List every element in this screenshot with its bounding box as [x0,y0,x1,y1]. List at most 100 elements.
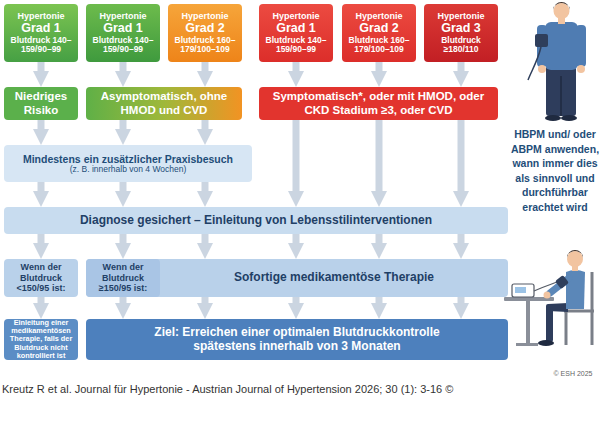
flow-arrow [458,234,465,251]
seated-patient-figure-part [565,311,568,345]
seated-patient-figure-part [567,250,583,258]
node-text: Niedriges Risiko [6,90,76,116]
seated-patient-figure-part [567,251,583,267]
flow-arrow [293,234,300,251]
step-box: Mindestens ein zusätzlicher Praxisbesuch… [4,145,252,182]
node-text: Blutdruck 140–159/90–99 [88,36,158,56]
seated-patient-figure-part [512,284,534,297]
standing-patient-figure-part [561,115,577,121]
flow-arrow [38,62,45,79]
node-text: Grad 1 [103,21,143,35]
flow-arrow [376,120,383,199]
flow-arrow [202,120,209,137]
therapy-band: Sofortige medikamentöse Therapie Wenn der… [86,259,508,297]
flow-arrow [202,297,209,311]
node-text: Grad 1 [276,21,316,35]
seated-patient-figure-part [516,343,538,346]
flow-arrow [202,234,209,251]
standing-patient-figure-part [560,76,562,116]
standing-patient-figure-part [577,65,585,73]
standing-patient-figure-part [538,65,546,73]
seated-patient-figure-part [538,340,554,346]
copyright-label: © ESH 2025 [546,369,600,378]
flow-arrow [458,62,465,79]
note-text: HBPM und/ oder ABPM anwenden, wann immer… [510,127,600,214]
flow-arrow [38,297,45,311]
node-text: Hypertonie [99,11,146,21]
flow-arrow [293,297,300,311]
node-text: Symptomatisch*, oder mit HMOD, oder CKD … [265,90,492,116]
node-text: (z. B. innerhalb von 4 Wochen) [70,165,187,175]
flow-arrow [293,62,300,79]
goal-band: Ziel: Erreichen einer optimalen Blutdruc… [86,319,508,360]
flow-arrow [376,297,383,311]
node-text: Sofortige medikamentöse Therapie [234,271,434,285]
node-text: Blutdruck 140–159/90–99 [261,36,331,56]
flow-arrow [38,182,45,199]
node-text: Hypertonie [272,11,319,21]
node-text: Hypertonie [355,11,402,21]
node-text: Hypertonie [437,11,484,21]
flow-arrow [293,120,300,199]
node-text: Grad 1 [21,21,61,35]
flow-arrow [376,234,383,251]
seated-patient-figure-part [546,304,553,342]
node-text: Blutdruck 160–179/100–109 [170,36,240,56]
seated-patient-figure-part [515,287,526,293]
seated-patient-figure-part [555,275,569,289]
node-text: Diagnose gesichert – Einleitung von Lebe… [80,214,432,228]
condition-box: Wenn der Blutdruck <150/95 ist: [4,259,78,297]
node-text: Wenn der Blutdruck <150/95 ist: [6,262,76,293]
action-box: Einleitung einer medikamentösen Therapie… [4,319,78,360]
standing-patient-figure-part [528,47,541,80]
flow-arrow [120,234,127,251]
node-text: Hypertonie [181,11,228,21]
grade-box: HypertonieGrad 2Blutdruck 160–179/100–10… [342,4,416,62]
node-text: Ziel: Erreichen einer optimalen Blutdruc… [126,326,468,354]
flow-arrow [202,62,209,79]
flow-arrow [376,62,383,79]
node-text: Blutdruck 140–159/90–99 [6,36,76,56]
flow-arrow [38,234,45,251]
node-text: Einleitung einer medikamentösen Therapie… [6,319,76,361]
standing-patient-figure-part [576,25,586,67]
seated-patient-figure [504,250,594,346]
flow-arrow [38,120,45,137]
flow-arrow [120,182,127,199]
node-text: Mindestens ein zusätzlicher Praxisbesuch [23,153,233,165]
seated-patient-figure-part [544,292,551,299]
grade-box: HypertonieGrad 2Blutdruck 160–179/100–10… [168,4,242,62]
source-caption: Kreutz R et al. Journal für Hypertonie -… [2,383,598,395]
seated-patient-figure-part [564,310,594,313]
node-text: Grad 3 [441,21,481,35]
node-text: Wenn der Blutdruck ≥150/95 ist: [88,262,158,293]
flow-arrow [458,297,465,311]
risk-box: Niedriges Risiko [4,87,78,120]
seated-patient-figure-part [591,272,594,345]
standing-patient-figure-part [545,22,578,70]
grade-box: HypertonieGrad 3Blutdruck ≥180/110 [424,4,498,62]
step-band: Diagnose gesichert – Einleitung von Lebe… [4,207,508,234]
node-text: Grad 2 [185,21,225,35]
node-text: Grad 2 [359,21,399,35]
grade-box: HypertonieGrad 1Blutdruck 140–159/90–99 [86,4,160,62]
node-text: Asymptomatisch, ohne HMOD und CVD [100,90,228,116]
risk-box: Asymptomatisch, ohne HMOD und CVD [86,87,242,120]
standing-patient-figure-part [545,115,561,121]
node-text: Hypertonie [17,11,64,21]
condition-box: Wenn der Blutdruck ≥150/95 ist: [86,259,160,297]
seated-patient-figure-part [526,301,530,345]
node-text: Blutdruck 160–179/100–109 [344,36,414,56]
standing-patient-figure-part [546,66,576,116]
flow-arrow [120,297,127,311]
risk-box: Symptomatisch*, oder mit HMOD, oder CKD … [259,87,498,120]
flow-arrow [458,120,465,199]
flow-arrow [202,182,209,199]
flow-arrow [120,62,127,79]
node-text: Blutdruck ≥180/110 [426,36,496,56]
standing-patient-figure [528,2,586,121]
standing-patient-figure-part [535,34,548,47]
grade-box: HypertonieGrad 1Blutdruck 140–159/90–99 [4,4,78,62]
grade-box: HypertonieGrad 1Blutdruck 140–159/90–99 [259,4,333,62]
